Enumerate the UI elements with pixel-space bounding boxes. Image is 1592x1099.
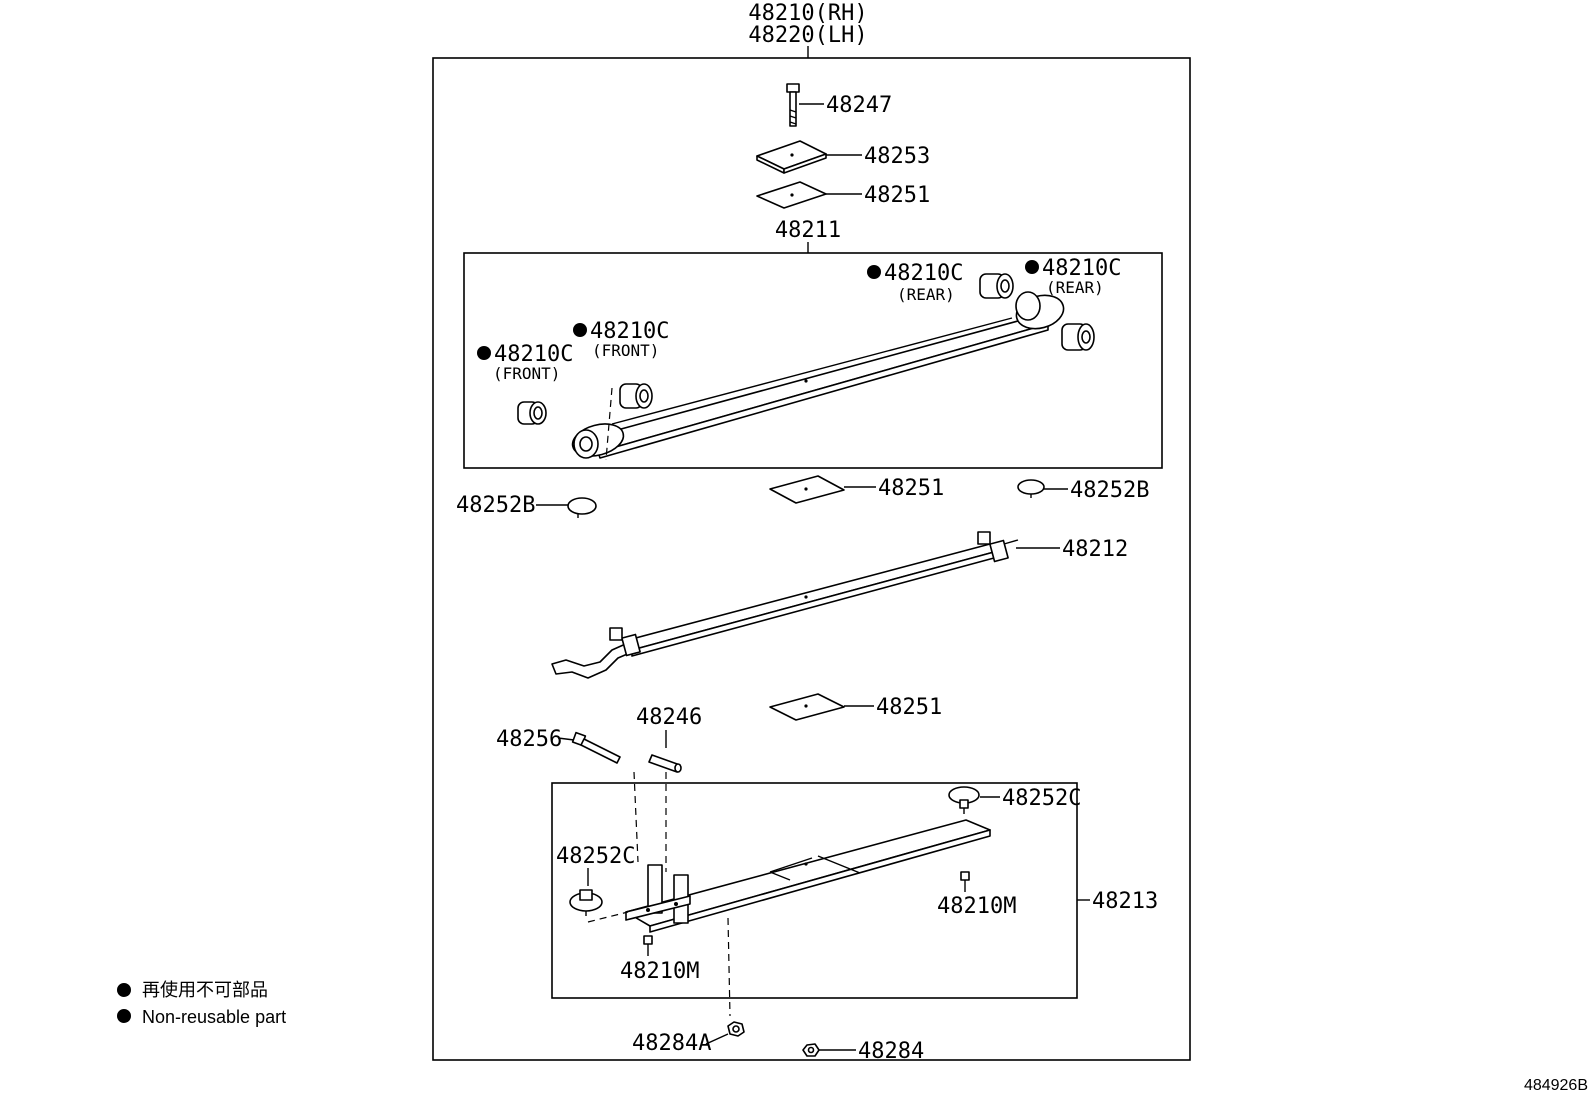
pin-48246[interactable] xyxy=(648,754,682,773)
diagram-code: 484926B xyxy=(1524,1077,1588,1094)
pad-48251-low[interactable] xyxy=(769,693,845,721)
label-48246: 48246 xyxy=(636,705,702,730)
leader-48256 xyxy=(557,737,575,741)
pad-48251-mid[interactable] xyxy=(769,475,845,504)
bolt-48256[interactable] xyxy=(571,731,621,764)
label-rear-a: (REAR) xyxy=(897,285,955,304)
bumper-48252b-left[interactable] xyxy=(567,497,597,518)
nut-48210m-right[interactable] xyxy=(960,871,970,881)
label-48251-mid: 48251 xyxy=(878,476,944,501)
nut-48284a[interactable] xyxy=(727,1021,745,1037)
label-48284a: 48284A xyxy=(632,1031,711,1056)
label-rear-b: (REAR) xyxy=(1046,278,1104,297)
main-leaf-48211[interactable] xyxy=(569,290,1067,461)
label-48256: 48256 xyxy=(496,727,562,752)
assembly-number-lh: 48220(LH) xyxy=(748,23,867,48)
label-48210c-rear-a: 48210C xyxy=(884,261,963,286)
label-48252c-right: 48252C xyxy=(1002,786,1081,811)
non-reusable-mark xyxy=(477,346,491,360)
front-bushing-centerline xyxy=(605,387,613,461)
legend-english: Non-reusable part xyxy=(142,1007,286,1027)
non-reusable-mark xyxy=(573,323,587,337)
label-48252b-left: 48252B xyxy=(456,493,535,518)
bushing-48210c-rear-outer[interactable] xyxy=(1061,323,1095,351)
label-48284: 48284 xyxy=(858,1039,924,1064)
assembly-frame xyxy=(432,57,1191,1061)
bolt-48247[interactable] xyxy=(786,83,800,127)
assembly-number-rh: 48210(RH) xyxy=(748,1,867,26)
label-48210c-front-b: 48210C xyxy=(590,319,669,344)
nut-48284[interactable] xyxy=(802,1043,820,1057)
label-48212: 48212 xyxy=(1062,537,1128,562)
legend-bullet xyxy=(117,1009,131,1023)
bumper-48252c-right[interactable] xyxy=(948,786,980,814)
label-48211: 48211 xyxy=(775,218,841,243)
non-reusable-mark xyxy=(1025,260,1039,274)
non-reusable-mark xyxy=(867,265,881,279)
nut-48284a-path xyxy=(727,917,731,1017)
label-48252b-right: 48252B xyxy=(1070,478,1149,503)
nut-48210m-left[interactable] xyxy=(643,935,653,945)
bushing-48210c-rear-inner[interactable] xyxy=(979,273,1014,299)
label-48210c-front-a: 48210C xyxy=(494,342,573,367)
label-48252c-left: 48252C xyxy=(556,844,635,869)
group-frame-48211 xyxy=(463,252,1163,469)
label-48251-top: 48251 xyxy=(864,183,930,208)
bumper-48252c-left[interactable] xyxy=(569,889,603,916)
label-front-a: (FRONT) xyxy=(493,364,560,383)
bushing-48210c-front-inner[interactable] xyxy=(619,383,653,409)
leaf-48213[interactable] xyxy=(625,819,991,933)
label-48213: 48213 xyxy=(1092,889,1158,914)
label-48210m-left: 48210M xyxy=(620,959,699,984)
label-48210m-right: 48210M xyxy=(937,894,1016,919)
label-front-b: (FRONT) xyxy=(592,341,659,360)
group-frame-48213 xyxy=(551,782,1078,999)
pad-48251-top[interactable] xyxy=(756,181,827,209)
legend-bullet xyxy=(117,983,131,997)
bumper-left-path xyxy=(587,911,629,923)
label-48247: 48247 xyxy=(826,93,892,118)
label-48210c-rear-b: 48210C xyxy=(1042,256,1121,281)
label-48253: 48253 xyxy=(864,144,930,169)
second-leaf-48212[interactable] xyxy=(551,531,1019,679)
bolt-48256-path xyxy=(633,771,639,863)
bushing-48210c-front-outer[interactable] xyxy=(517,401,547,425)
legend-japanese: 再使用不可部品 xyxy=(142,980,268,1000)
plate-48253[interactable] xyxy=(756,140,827,174)
leader-48284a xyxy=(705,1033,729,1045)
label-48251-low: 48251 xyxy=(876,695,942,720)
bumper-48252b-right[interactable] xyxy=(1017,479,1045,498)
